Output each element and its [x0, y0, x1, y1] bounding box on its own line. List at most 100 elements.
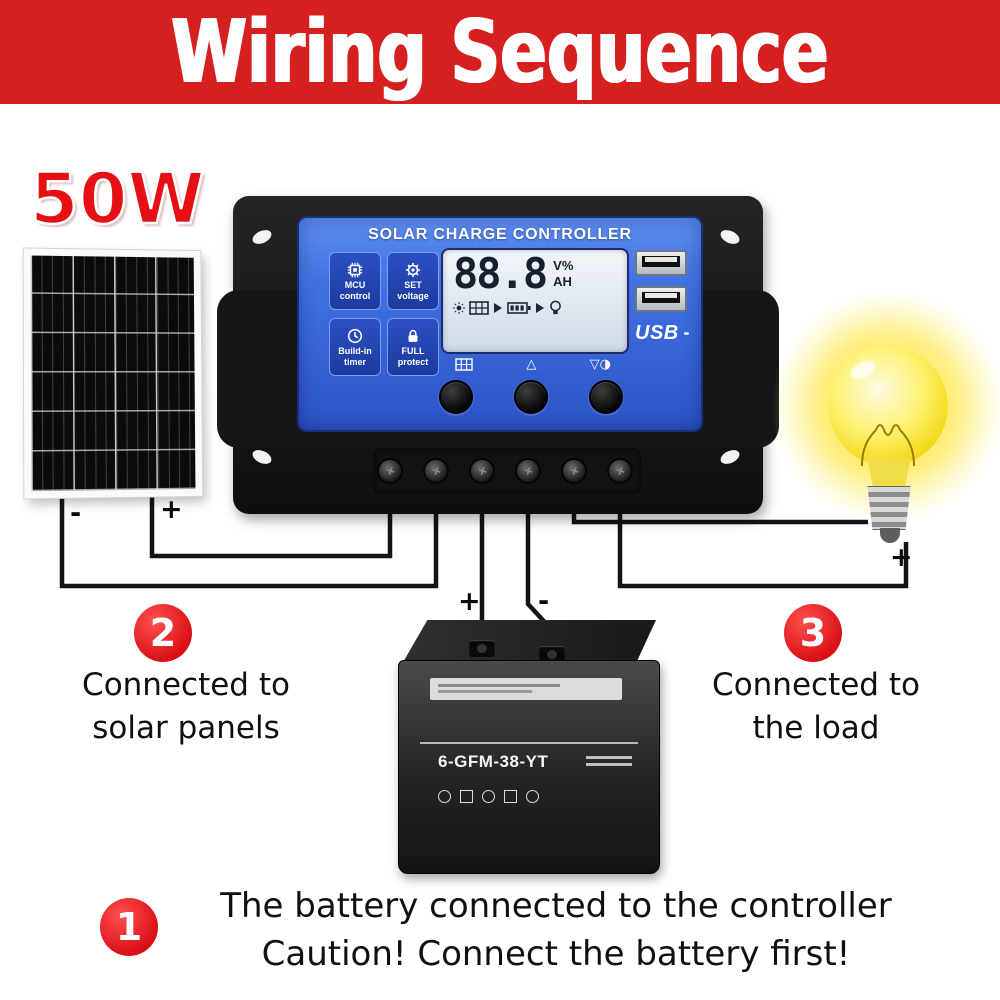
- terminal-screw-load-minus: [607, 458, 633, 484]
- load-mark: ▽◑: [589, 357, 611, 372]
- panel-minus-label: -: [70, 498, 82, 529]
- controller-faceplate: SOLAR CHARGE CONTROLLER MCU control: [297, 216, 703, 432]
- caption-line: solar panels: [92, 710, 280, 747]
- lcd-status-icons: [443, 294, 627, 316]
- battery-icon: [683, 332, 689, 335]
- lcd-unit-top: V%: [553, 258, 574, 273]
- battery-label-strip: [430, 678, 622, 700]
- lcd-unit-bottom: AH: [553, 274, 572, 289]
- mounting-hole: [250, 447, 274, 467]
- function-button-grid: MCU control SET voltage: [329, 252, 439, 376]
- controller-buttons: [439, 380, 623, 414]
- fn-label: MCU: [344, 279, 366, 290]
- usb-port-1: [635, 250, 687, 276]
- wattage-label: 50W: [29, 157, 206, 242]
- battery-note: The battery connected to the controller …: [150, 882, 962, 979]
- terminal-block: [373, 448, 641, 494]
- usb-port-2: [635, 286, 687, 312]
- terminal-screw-bat-plus: [469, 458, 495, 484]
- arrow-right-icon: [494, 302, 502, 313]
- fn-label: FULL: [401, 345, 425, 356]
- controller-title: SOLAR CHARGE CONTROLLER: [368, 226, 632, 243]
- caption-line: The battery connected to the controller: [220, 886, 892, 926]
- mounting-hole: [718, 227, 742, 247]
- caption-line: Connected to: [82, 667, 290, 703]
- arrow-right-icon: [536, 302, 544, 313]
- fn-label: voltage: [397, 291, 429, 301]
- usb-tongue: [645, 257, 677, 262]
- bulb-screw-base: [867, 486, 911, 530]
- battery-warning-icons: [438, 790, 539, 803]
- fn-label: control: [339, 291, 371, 301]
- warning-icon: [526, 790, 539, 803]
- down-button: [589, 380, 623, 414]
- mcu-control-button: MCU control: [329, 252, 381, 310]
- banner: Wiring Sequence: [0, 0, 1000, 104]
- usb-slot: [642, 292, 680, 303]
- fn-label: SET: [404, 279, 422, 290]
- lcd-reading-row: 88.8 V% AH: [443, 249, 627, 298]
- lcd-display: 88.8 V% AH: [441, 248, 629, 354]
- battery-top: [402, 620, 656, 664]
- terminal-screw-bat-minus: [515, 458, 541, 484]
- usb-section: USB: [635, 250, 689, 345]
- up-button: [514, 380, 548, 414]
- lcd-units: V% AH: [553, 259, 573, 288]
- up-arrow-mark: △: [526, 357, 537, 372]
- battery-label-divider: [420, 742, 638, 744]
- step-3-badge: 3: [784, 604, 842, 662]
- warning-icon: [438, 790, 451, 803]
- usb-tongue: [645, 293, 677, 298]
- warning-icon: [504, 790, 517, 803]
- sun-icon: [453, 301, 465, 314]
- load-caption: Connected to the load: [688, 664, 944, 751]
- fn-label: Build-in: [338, 345, 372, 356]
- warning-icon: [482, 790, 495, 803]
- load-plus-label: +: [890, 542, 913, 573]
- set-voltage-button: SET voltage: [387, 252, 439, 310]
- charge-controller: SOLAR CHARGE CONTROLLER MCU control: [217, 196, 779, 514]
- battery-spec-text: [586, 756, 632, 770]
- usb-label: USB: [635, 322, 679, 344]
- page-title: Wiring Sequence: [171, 1, 829, 103]
- full-protect-button: FULL protect: [387, 318, 439, 376]
- battery-plus-label: +: [458, 586, 481, 617]
- caption-line: Connected to: [712, 667, 920, 703]
- button-function-marks: △ ▽◑: [441, 358, 625, 371]
- bulb-tip: [880, 528, 900, 543]
- lcd-reading: 88.8: [453, 249, 548, 298]
- lock-icon: [408, 329, 418, 342]
- battery-post-positive: [469, 640, 495, 657]
- light-bulb: [828, 346, 948, 466]
- step-2-badge: 2: [134, 604, 192, 662]
- usb-label-row: USB: [635, 322, 689, 345]
- terminal-screw-load-plus: [561, 458, 587, 484]
- clock-icon: [347, 328, 363, 343]
- terminal-screw-pv-plus: [377, 458, 403, 484]
- mounting-hole: [718, 447, 742, 467]
- gear-icon: [405, 262, 421, 277]
- chip-icon: [347, 262, 363, 277]
- mounting-hole: [250, 227, 274, 247]
- battery-icon: [507, 302, 531, 314]
- solar-caption: Connected to solar panels: [58, 664, 314, 751]
- terminal-screw-pv-minus: [423, 458, 449, 484]
- step-1-badge: 1: [100, 898, 158, 956]
- warning-icon: [460, 790, 473, 803]
- usb-slot: [642, 256, 680, 267]
- battery-post-negative: [539, 646, 565, 663]
- menu-button: [439, 380, 473, 414]
- solar-panel-icon: [469, 301, 489, 315]
- bulb-filament: [861, 424, 915, 467]
- fn-label: protect: [397, 357, 429, 367]
- battery-minus-label: -: [538, 586, 550, 617]
- solar-panel-image: [23, 248, 203, 499]
- caption-line: Caution! Connect the battery first!: [261, 934, 851, 975]
- panel-plus-label: +: [160, 494, 183, 525]
- bulb-icon: [550, 300, 561, 314]
- caption-line: the load: [752, 710, 880, 747]
- built-in-timer-button: Build-in timer: [329, 318, 381, 376]
- fn-label: timer: [343, 357, 366, 367]
- battery-model-label: 6-GFM-38-YT: [438, 752, 549, 771]
